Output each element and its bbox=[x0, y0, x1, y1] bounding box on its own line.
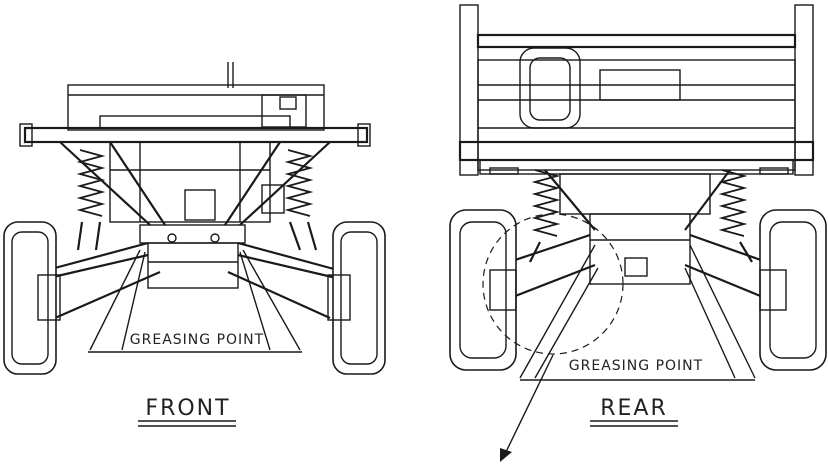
rear-detail-circle bbox=[482, 213, 624, 355]
rear-view-label: REAR bbox=[600, 396, 668, 421]
front-right-tire bbox=[332, 221, 386, 375]
front-view-label: FRONT bbox=[145, 396, 230, 421]
front-view-caption: FRONT bbox=[138, 396, 236, 427]
rear-right-post bbox=[794, 4, 814, 176]
front-greasing-point-label: GREASING POINT bbox=[130, 332, 264, 348]
rear-view-drawing bbox=[449, 4, 827, 371]
front-view-drawing bbox=[3, 62, 386, 375]
front-greasing-callout bbox=[88, 249, 302, 353]
rear-greasing-point-label: GREASING POINT bbox=[569, 358, 703, 374]
rear-view-caption: REAR bbox=[590, 396, 678, 427]
rear-greasing-callout bbox=[519, 244, 756, 381]
front-left-tire bbox=[3, 221, 57, 375]
front-upper-frame bbox=[67, 84, 325, 131]
detail-leader-arrow bbox=[500, 354, 554, 462]
rear-left-post bbox=[459, 4, 479, 176]
